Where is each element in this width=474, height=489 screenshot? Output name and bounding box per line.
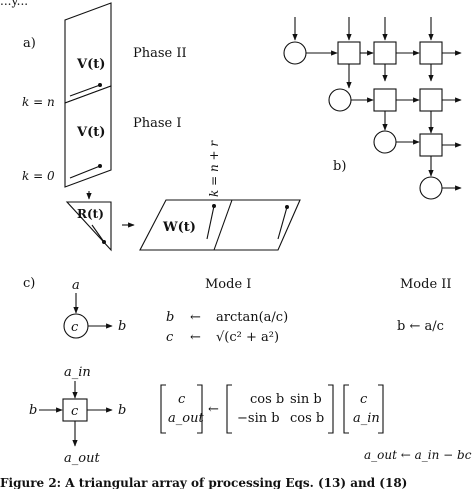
k-n-label: k = n	[22, 95, 55, 109]
bracket-rot-open	[226, 384, 232, 434]
bracket-right-close	[378, 384, 384, 434]
vec-right-0: c	[360, 392, 368, 407]
rot-10: −sin b	[237, 411, 280, 426]
panel-b: b)	[283, 17, 462, 200]
eq2-rhs: √(c² + a²)	[216, 330, 279, 345]
b-circle-4	[419, 176, 443, 200]
w-divider	[213, 199, 233, 251]
r-dot	[102, 240, 106, 244]
b-circle-1	[283, 41, 307, 65]
mode-ii-eq2: a_out ← a_in − bc	[364, 448, 472, 462]
vec-right-1: a_in	[353, 411, 380, 426]
bracket-rot-close	[328, 384, 334, 434]
caption-fragment: Figure 2: A triangular array of processi…	[0, 476, 407, 489]
v-label-upper: V(t)	[76, 57, 105, 72]
matrix-arrow: ←	[208, 402, 219, 417]
rot-00: cos b	[250, 392, 284, 407]
b-square-1-3	[419, 41, 443, 65]
w-stroke-1	[206, 205, 215, 240]
v-upper-dot	[98, 83, 102, 87]
b-square-3-1	[419, 133, 443, 157]
b-square-1-1	[337, 41, 361, 65]
eq2-arrow: ←	[190, 330, 201, 345]
vec-left-1: a_out	[168, 411, 204, 426]
eq1-lhs: b	[166, 310, 174, 325]
k-0-label: k = 0	[22, 169, 55, 183]
square-left-label: b	[29, 403, 37, 418]
square-right-label: b	[118, 403, 126, 418]
vec-left-0: c	[178, 392, 186, 407]
v-upper-stroke	[69, 84, 101, 97]
circle-node-label: c	[71, 320, 79, 335]
circle-in-label: a	[72, 278, 80, 293]
w-block	[139, 199, 301, 251]
eq1-arrow: ←	[190, 310, 201, 325]
square-top-label: a_in	[64, 365, 91, 380]
mode-ii-heading: Mode II	[400, 277, 452, 292]
square-node-label: c	[71, 404, 79, 419]
header-fragment: ...y...	[0, 0, 28, 8]
b-circle-2	[328, 88, 352, 112]
panel-b-label: b)	[333, 159, 346, 174]
bracket-left-close	[197, 384, 203, 434]
b-circle-3	[373, 130, 397, 154]
panel-c-label: c)	[23, 276, 35, 291]
panel-a-label: a)	[23, 36, 36, 51]
square-bottom-label: a_out	[64, 451, 100, 466]
panel-c: c) Mode I Mode II a c b b ← arctan(a/c) …	[23, 276, 472, 466]
bracket-right-open	[343, 384, 349, 434]
b-square-2-2	[419, 88, 443, 112]
rot-01: sin b	[290, 392, 322, 407]
r-stroke	[91, 224, 105, 243]
r-label: R(t)	[77, 207, 104, 221]
b-square-1-2	[373, 41, 397, 65]
eq1-rhs: arctan(a/c)	[216, 310, 288, 325]
panel-a: a) V(t) V(t) Phase II Phase I k = n k = …	[22, 2, 301, 252]
w-label: W(t)	[162, 220, 196, 235]
circle-out-label: b	[118, 319, 126, 334]
mode-i-heading: Mode I	[205, 277, 251, 292]
phase-i-label: Phase I	[133, 116, 182, 131]
mode-ii-eq1: b ← a/c	[397, 319, 444, 334]
v-lower-stroke	[69, 165, 101, 179]
v-label-lower: V(t)	[76, 125, 105, 140]
w-dot-1	[212, 204, 216, 208]
w-stroke-2	[277, 206, 288, 240]
phase-ii-label: Phase II	[133, 46, 187, 61]
bracket-left-open	[160, 384, 166, 434]
rot-11: cos b	[290, 411, 324, 426]
v-lower-dot	[98, 164, 102, 168]
b-square-2-1	[373, 88, 397, 112]
k-n-r-label: k = n + r	[207, 140, 221, 197]
eq2-lhs: c	[166, 330, 174, 345]
w-dot-2	[285, 205, 289, 209]
v-block-lower	[64, 85, 112, 188]
r-triangle	[65, 201, 112, 252]
